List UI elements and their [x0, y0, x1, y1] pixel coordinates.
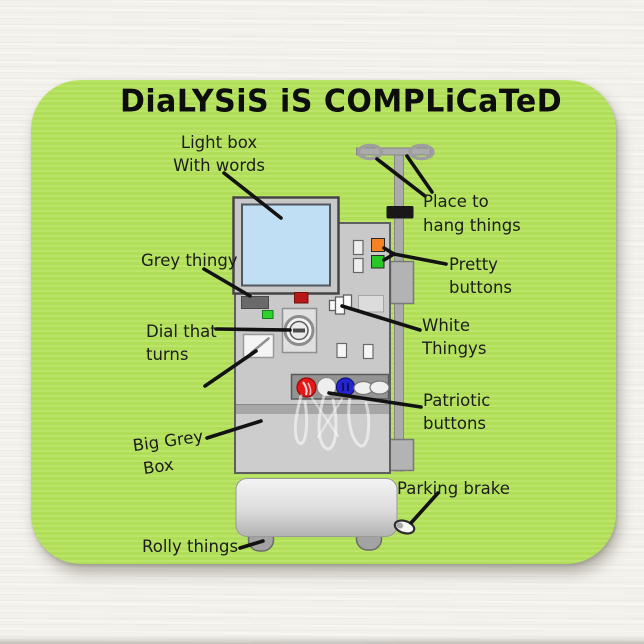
iv-pole-crossbar: [356, 147, 431, 156]
label-pretty-buttons-line1: Pretty: [449, 255, 498, 274]
small-button: [352, 239, 364, 256]
tube-highlight: [307, 382, 312, 396]
arrow-patriotic: [327, 391, 423, 409]
label-dial-that-turns-line2: turns: [146, 345, 189, 364]
machine-base: [235, 478, 398, 537]
label-patriotic-buttons-line1: Patriotic: [423, 391, 491, 410]
label-grey-thingy: Grey thingy: [141, 249, 238, 272]
brake-hub: [396, 522, 404, 529]
label-place-to-hang: Place to hang things: [423, 190, 521, 238]
label-light-box-line2: With words: [173, 156, 265, 175]
tube-highlight: [302, 381, 308, 396]
label-parking-brake-line1: Parking brake: [397, 479, 510, 498]
label-white-thingys-line2: Thingys: [422, 339, 487, 358]
arrow-pretty-fork-2: [382, 252, 396, 262]
iv-pole-shaft: [394, 150, 404, 472]
label-white-thingys-line1: White: [422, 316, 470, 335]
label-white-thingys: White Thingys: [422, 314, 486, 360]
tube: [347, 395, 371, 448]
label-light-box-line1: Light box: [180, 133, 258, 152]
arrow-light-box: [222, 171, 283, 220]
tube: [317, 394, 338, 451]
light-panel: [358, 295, 384, 313]
page-title: DiaLYSiS iS COMPLiCaTeD: [120, 83, 563, 120]
arrow-dial: [214, 327, 292, 332]
green-button: [371, 255, 385, 269]
label-patriotic-buttons: Patriotic buttons: [423, 389, 490, 435]
arrow-pretty-main: [392, 252, 448, 266]
tube: [310, 396, 340, 438]
label-pretty-buttons: Pretty buttons: [449, 253, 512, 299]
red-indicator: [294, 292, 309, 304]
grey-thingy-part: [241, 296, 269, 309]
pole-clamp: [386, 206, 414, 219]
monitor-screen: [241, 203, 331, 287]
label-pretty-buttons-line2: buttons: [449, 278, 513, 297]
arrow-big-grey-box: [205, 419, 263, 440]
arrow-lever-panel: [203, 349, 258, 388]
label-dial-that-turns-line1: Dial that: [146, 322, 217, 341]
label-rolly-things-line1: Rolly things: [142, 537, 239, 556]
tube: [293, 394, 309, 445]
iv-pole: [356, 143, 435, 472]
pole-lower-box: [388, 438, 415, 472]
label-place-to-hang-line2: hang things: [423, 216, 521, 235]
annotation-arrows: [202, 154, 448, 550]
parking-brake-part: [393, 519, 416, 535]
label-place-to-hang-line1: Place to: [423, 192, 489, 211]
arrow-grey-thingy: [202, 267, 252, 298]
small-button: [352, 257, 364, 274]
dialysis-machine: [232, 196, 416, 552]
label-rolly-things: Rolly things: [142, 535, 238, 558]
tube: [316, 397, 344, 439]
label-big-grey-box: Big Grey Box: [131, 425, 208, 482]
arrow-place-to-hang-1: [375, 157, 427, 198]
label-dial-that-turns: Dial that turns: [146, 320, 217, 366]
orange-button: [371, 238, 385, 252]
oval-button: [369, 380, 390, 395]
arrow-rolly-things: [238, 539, 265, 550]
arrow-white-thingys: [340, 304, 422, 332]
label-patriotic-buttons-line2: buttons: [423, 414, 487, 433]
label-light-box: Light box With words: [163, 131, 275, 177]
lower-body-panel: [236, 414, 389, 472]
arrow-parking-brake: [409, 491, 440, 525]
tubes: [293, 394, 371, 451]
arrow-place-to-hang-2: [405, 154, 434, 194]
hanger-hook-icon: [356, 143, 384, 161]
green-indicator: [262, 310, 274, 319]
pole-upper-box: [389, 260, 415, 305]
label-grey-thingy-line1: Grey thingy: [141, 251, 238, 270]
body-stripe: [236, 404, 389, 414]
label-parking-brake: Parking brake: [397, 477, 510, 500]
small-button: [362, 343, 374, 360]
table-edge-shadow: [0, 636, 644, 644]
small-button: [336, 342, 348, 359]
hanger-hook-icon: [408, 143, 435, 161]
